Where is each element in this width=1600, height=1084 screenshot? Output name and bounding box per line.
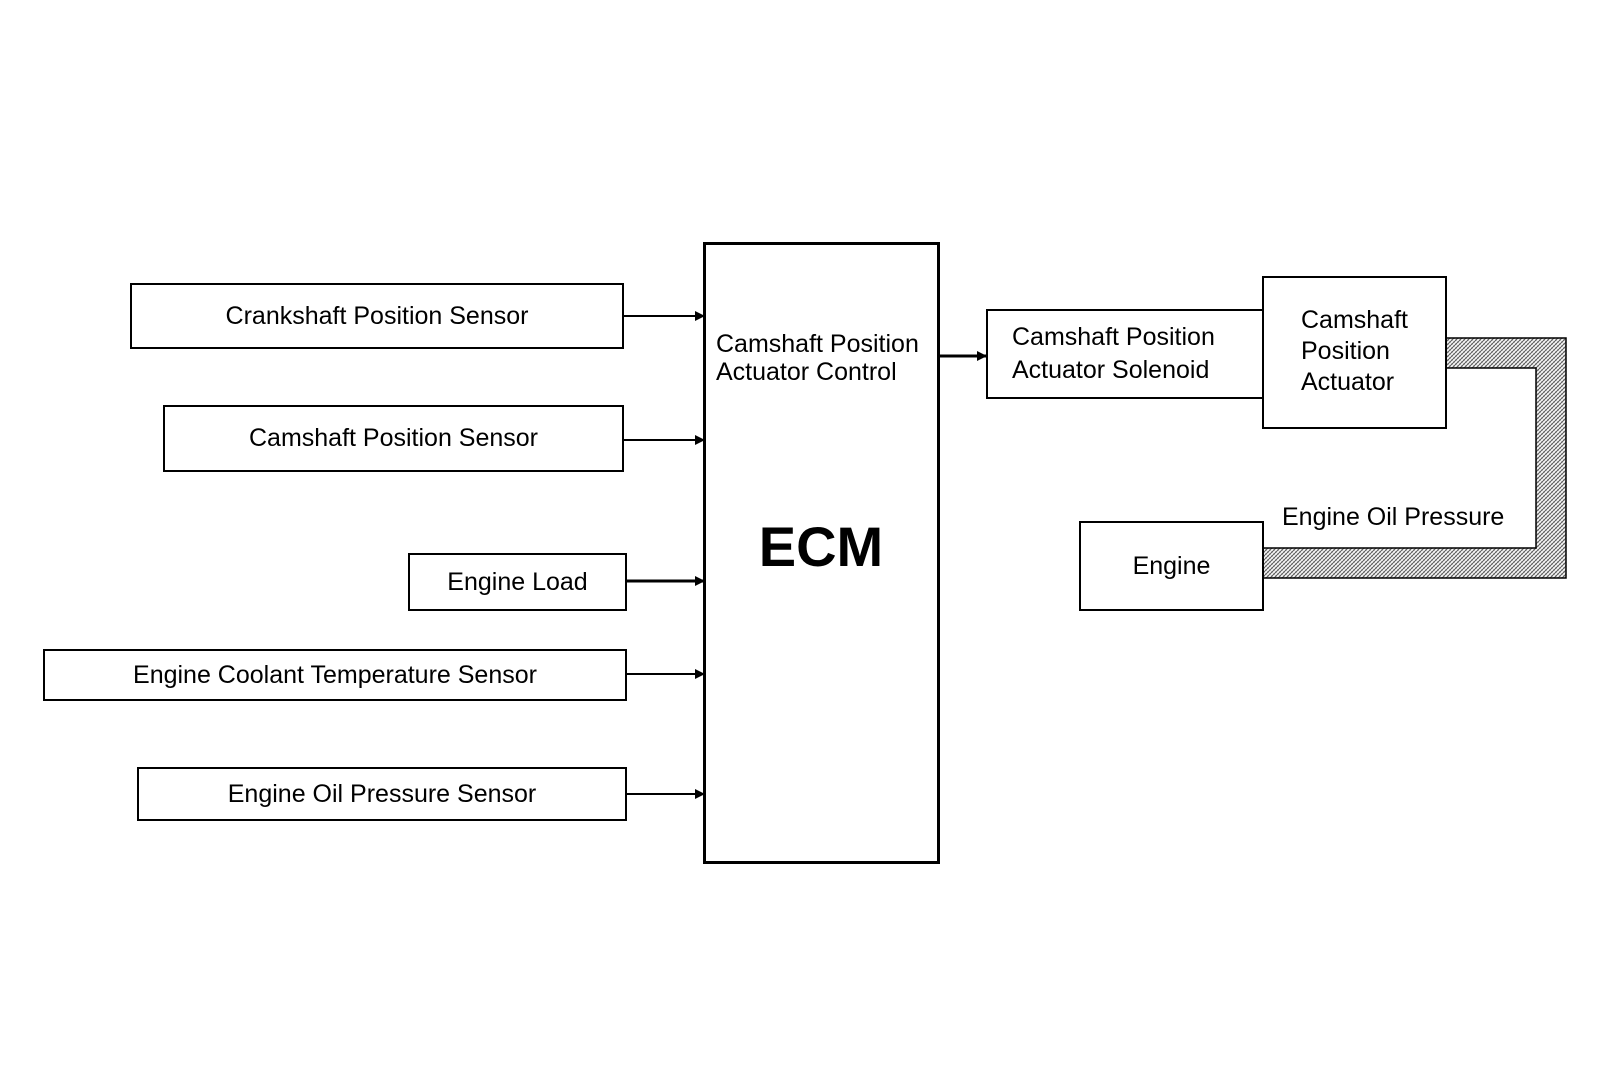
coolant-sensor-label: Engine Coolant Temperature Sensor	[133, 660, 537, 689]
ecm-function-label: Camshaft Position Actuator Control	[716, 330, 919, 386]
solenoid-box: Camshaft Position Actuator Solenoid	[986, 309, 1266, 399]
crankshaft-sensor-box: Crankshaft Position Sensor	[130, 283, 624, 349]
camshaft-sensor-box: Camshaft Position Sensor	[163, 405, 624, 472]
ecm-box	[703, 242, 940, 864]
actuator-label: Camshaft Position Actuator	[1301, 306, 1408, 396]
oil-pressure-sensor-label: Engine Oil Pressure Sensor	[227, 779, 537, 808]
engine-load-label: Engine Load	[447, 567, 588, 596]
engine-box: Engine	[1079, 521, 1264, 611]
actuator-box: Camshaft Position Actuator	[1262, 276, 1447, 429]
engine-load-box: Engine Load	[408, 553, 627, 611]
camshaft-sensor-label: Camshaft Position Sensor	[248, 424, 539, 452]
oil-pressure-path-label: Engine Oil Pressure	[1278, 502, 1509, 532]
oil-pressure-sensor-box: Engine Oil Pressure Sensor	[137, 767, 627, 821]
ecm-title: ECM	[758, 515, 884, 578]
solenoid-label: Camshaft Position Actuator Solenoid	[1012, 323, 1215, 384]
crankshaft-sensor-label: Crankshaft Position Sensor	[225, 301, 529, 330]
engine-label: Engine	[1132, 551, 1211, 580]
coolant-sensor-box: Engine Coolant Temperature Sensor	[43, 649, 627, 701]
